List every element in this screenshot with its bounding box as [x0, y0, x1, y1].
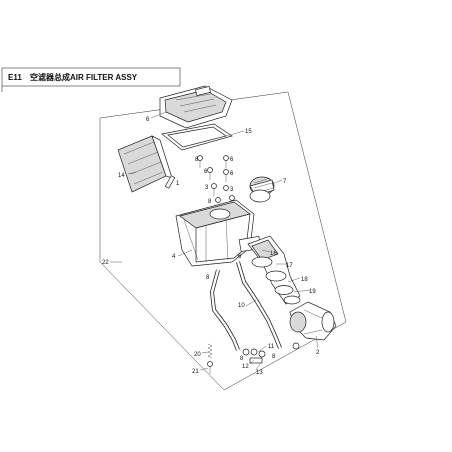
part-gasket: [161, 123, 233, 151]
callout-18: 18: [301, 277, 308, 283]
callout-6-cover: 6: [146, 117, 150, 123]
callout-8-e: 8: [272, 354, 276, 360]
callout-8-c: 8: [206, 275, 210, 281]
callout-4: 4: [172, 254, 176, 260]
callout-6-c: 6: [230, 171, 234, 177]
part-top-cover: [159, 85, 233, 129]
part-spring-bolt: [207, 343, 213, 374]
callout-3-b: 3: [230, 187, 234, 193]
callout-19: 19: [309, 289, 316, 295]
callout-8-d: 8: [240, 356, 244, 362]
leader-lines: [110, 111, 319, 371]
callout-21: 21: [192, 369, 199, 375]
callout-13: 13: [256, 370, 263, 376]
part-hose-clamps: [242, 342, 300, 364]
part-filter-element: [117, 135, 176, 193]
callout-3-a: 3: [205, 185, 209, 191]
callout-14: 14: [118, 173, 125, 179]
diagram-title: 空滤器总成AIR FILTER ASSY: [30, 72, 138, 82]
callout-1: 1: [176, 181, 180, 187]
part-intake-bellows: [249, 176, 275, 203]
callout-15: 15: [245, 129, 252, 135]
callout-11: 11: [268, 344, 275, 350]
callout-6-a: 6: [230, 157, 234, 163]
callout-7: 7: [283, 179, 287, 185]
part-intake-duct: [247, 235, 301, 305]
callout-labels: 6 15 14 8 6 6 6 1 3 3 8 7 4 22 6 16 17 1…: [102, 117, 320, 376]
title-block: E11 空滤器总成AIR FILTER ASSY: [1, 67, 181, 92]
assembly-boundary: [99, 91, 347, 391]
callout-8-a: 8: [195, 157, 199, 163]
callout-12: 12: [242, 364, 249, 370]
callout-17: 17: [286, 263, 293, 269]
callout-8-b: 8: [208, 199, 212, 205]
part-fasteners: [197, 155, 235, 203]
callout-16: 16: [270, 251, 277, 257]
callout-20: 20: [194, 352, 201, 358]
callout-10: 10: [238, 303, 245, 309]
part-drain-hose: [209, 261, 282, 351]
diagram-code: E11: [8, 73, 22, 82]
callout-22: 22: [102, 260, 109, 266]
callout-6-b: 6: [204, 169, 208, 175]
callout-6-d: 6: [238, 254, 242, 260]
part-filter-housing: [175, 199, 262, 267]
part-outlet-elbow: [289, 301, 337, 341]
callout-2: 2: [316, 350, 320, 356]
